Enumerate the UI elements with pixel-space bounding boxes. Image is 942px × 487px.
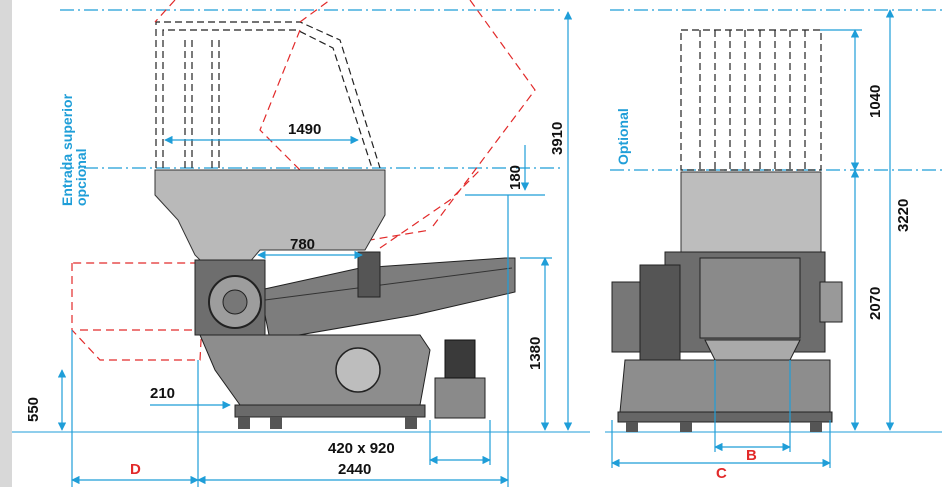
dim-B: B	[746, 447, 757, 464]
front-panel	[699, 257, 801, 339]
front-view: 1040 3220 2070 B C Optional	[605, 9, 942, 482]
dim-550: 550	[25, 397, 42, 422]
front-foot-3	[810, 422, 822, 432]
front-chute	[704, 339, 801, 361]
front-control-box	[819, 281, 843, 323]
hydraulic-motor	[444, 339, 476, 379]
front-dimension-lines	[611, 9, 895, 468]
dim-3910: 3910	[549, 122, 566, 155]
conveyor-head	[357, 251, 381, 298]
rotor-hub	[222, 289, 248, 315]
conveyor-rail	[264, 267, 513, 301]
front-hopper	[680, 171, 822, 253]
dim-3220: 3220	[895, 199, 912, 232]
hopper	[154, 169, 386, 286]
optional-label: Optional	[615, 108, 631, 165]
dim-1490: 1490	[288, 121, 321, 138]
gearbox	[335, 347, 381, 393]
foot-3	[405, 417, 417, 429]
hydraulic-unit	[434, 377, 486, 419]
base-plate	[234, 404, 426, 418]
dim-1040: 1040	[867, 85, 884, 118]
dim-2070: 2070	[867, 287, 884, 320]
dim-780: 780	[290, 236, 315, 253]
optional-upper-hopper	[155, 21, 381, 169]
front-optional-hopper	[680, 29, 822, 171]
front-base	[619, 359, 831, 413]
machine-base	[199, 334, 431, 406]
dim-1380: 1380	[527, 337, 544, 370]
front-foot-1	[626, 422, 638, 432]
foot-2	[270, 417, 282, 429]
front-drive	[639, 264, 681, 366]
front-motor	[611, 281, 643, 353]
entrada-label-line2: opcional	[73, 148, 89, 206]
left-margin-strip	[0, 0, 12, 487]
side-view: 1490 780 180 3910 1380 550 210 420 x 920…	[12, 0, 590, 487]
conveyor	[259, 257, 516, 341]
dim-D: D	[130, 461, 141, 478]
dim-420x920: 420 x 920	[328, 440, 395, 457]
dim-2440: 2440	[338, 461, 371, 478]
side-dimension-lines	[57, 11, 573, 487]
dim-210: 210	[150, 385, 175, 402]
front-foot-2	[680, 422, 692, 432]
foot-1	[238, 417, 250, 429]
dim-180: 180	[507, 165, 524, 190]
optional-red-outline	[71, 0, 536, 361]
dim-C: C	[716, 465, 727, 482]
front-base-plate	[617, 411, 833, 423]
entrada-label-line1: Entrada superior	[59, 93, 75, 206]
